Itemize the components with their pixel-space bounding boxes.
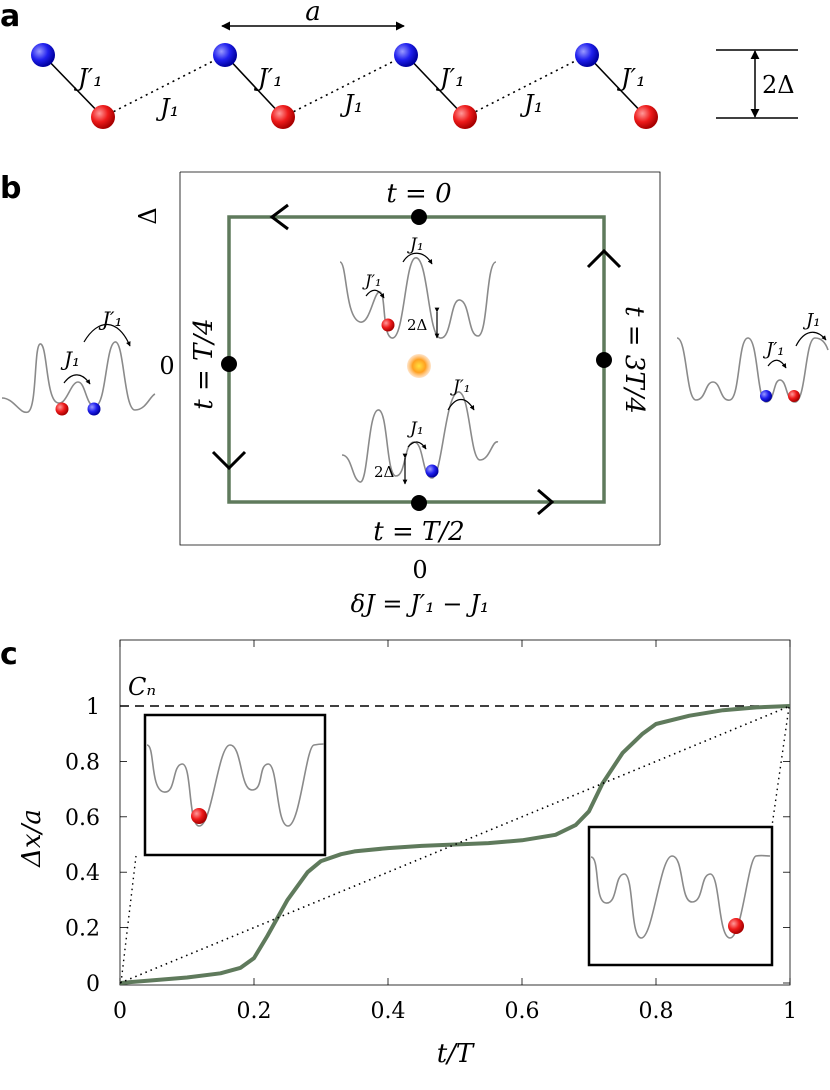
panel-b-label: b [0,171,21,206]
intercell-coupling-label: J₁ [155,94,179,122]
panel-a: a a J′₁ J′₁ [0,0,798,129]
displacement-series [119,704,791,985]
site-blue [31,43,55,67]
site-red [91,105,115,129]
y-tick-label: 1 [86,695,100,720]
arrow-up-icon [586,248,622,269]
inset-potential-top: J₁ J′₁ 2Δ [339,235,497,339]
svg-text:J′₁: J′₁ [450,377,471,397]
site-blue [575,43,599,67]
intercell-coupling-label: J₁ [519,90,543,118]
x-tick-label: 0.4 [371,999,406,1024]
x-tick-label: 0.8 [639,999,674,1024]
svg-text:J₁: J₁ [802,310,820,331]
intracell-coupling-label: J′₁ [73,64,103,92]
inset-potential-left: J₁ J′₁ [1,307,156,416]
x-tick-label: 0.6 [505,999,540,1024]
origin-marker [407,354,431,378]
svg-text:2Δ: 2Δ [374,463,395,481]
site-blue [394,43,418,67]
svg-text:J′₁: J′₁ [762,339,785,360]
site-red [271,105,295,129]
time-markers [221,209,612,511]
offset-gauge: 2Δ [716,49,798,119]
tick-marks [119,640,791,985]
tick-labels: 0 0.2 0.4 0.6 0.8 1 0 0.2 0.4 0.6 0.8 1 [65,695,797,1024]
intracell-coupling-label: J′₁ [616,64,646,92]
offset-label: 2Δ [762,71,795,99]
time-label-left: t = T/4 [189,318,219,409]
time-label-right: t = 3T/4 [619,306,649,414]
arrow-right-icon [537,488,555,516]
zoom-line-left [120,855,137,984]
time-label-top: t = 0 [386,179,451,209]
inset-potential-right: J′₁ J₁ [676,310,829,403]
lattice-constant-label: a [305,0,321,27]
intracell-bonds [42,54,647,118]
inset-potential-bottom: J₁ J′₁ 2Δ [341,377,499,485]
frame-axes [179,172,660,546]
x-zero-label: 0 [412,556,427,584]
svg-text:J′₁: J′₁ [362,271,381,290]
y-zero-label: 0 [159,352,174,380]
y-tick-label: 0.4 [65,861,100,886]
lattice-sites [31,43,658,129]
y-axis-label: Δx/a [17,809,47,868]
zoom-line-right [771,706,790,827]
site-red [453,105,477,129]
coupling-labels: J′₁ J′₁ J′₁ J′₁ J₁ J₁ J₁ [73,64,646,122]
x-tick-label: 0.2 [237,999,272,1024]
intracell-coupling-label: J′₁ [253,64,283,92]
time-label-bottom: t = T/2 [373,517,464,547]
intracell-coupling-label: J′₁ [435,64,465,92]
inset-plot-left [143,713,327,857]
y-axis-symbol: Δ [134,207,162,224]
arrow-down-icon [211,450,247,471]
x-axis-label: δJ = J′₁ − J₁ [351,590,490,618]
frame-top-right [180,171,661,545]
intercell-coupling-label: J₁ [339,90,363,118]
inset-plot-right [587,825,774,967]
loop-direction-arrows [211,203,622,516]
arrow-left-icon [269,203,289,231]
svg-text:J₁: J₁ [407,419,424,439]
chern-label: Cₙ [128,673,156,701]
y-tick-label: 0.6 [65,806,100,831]
site-red [634,105,658,129]
site-blue [213,43,237,67]
panel-c-label: c [0,637,18,672]
x-axis-label: t/T [437,1039,475,1069]
plot-frame [119,639,791,986]
panel-c: c 0 0.2 0.4 0.6 0.8 1 0 0.2 0.4 0.6 0.8 1 Cₙ Δx/a t… [0,637,797,1069]
y-tick-label: 0.2 [65,917,100,942]
svg-text:2Δ: 2Δ [407,316,428,334]
y-tick-label: 0.8 [65,750,100,775]
intercell-bonds [102,54,588,118]
series-layer [119,704,791,985]
svg-text:J′₁: J′₁ [98,307,123,331]
svg-text:J₁: J₁ [407,235,424,255]
panel-a-label: a [0,0,20,34]
panel-b: b Δ 0 0 δJ = J′₁ − J₁ t = 0 t = T/2 t = … [0,171,829,618]
x-tick-label: 0 [113,999,127,1024]
x-tick-label: 1 [783,999,797,1024]
svg-text:J₁: J₁ [60,347,80,371]
y-tick-label: 0 [86,972,100,997]
